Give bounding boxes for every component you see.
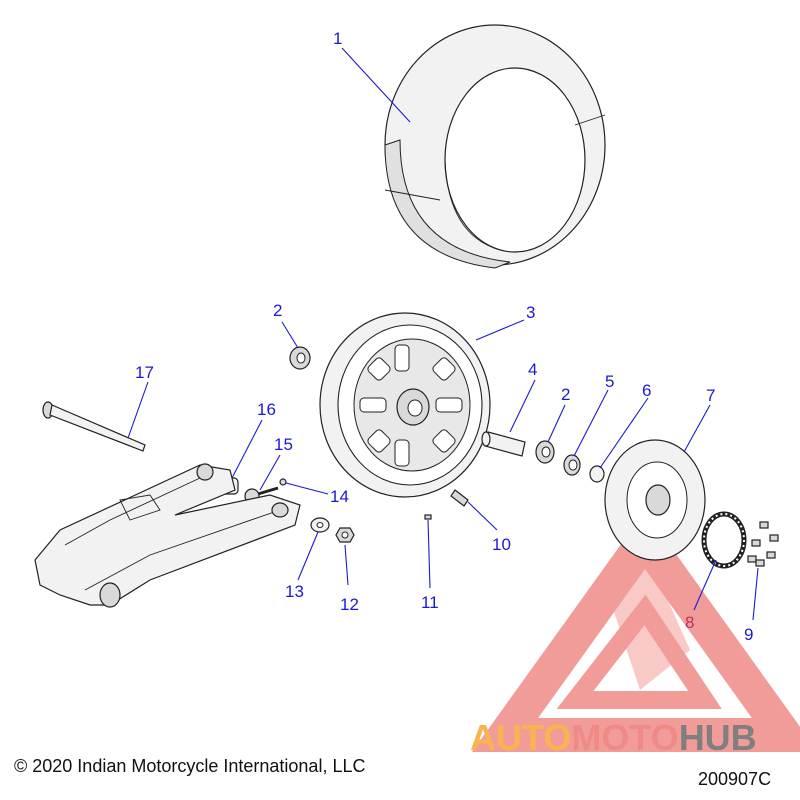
callout-4: 4 — [528, 360, 537, 379]
watermark-word-auto: AUTO — [470, 717, 571, 758]
callout-8: 8 — [685, 613, 694, 632]
callout-14: 14 — [330, 487, 349, 506]
watermark-logo — [471, 510, 800, 752]
brake-disc — [604, 439, 706, 561]
callout-3: 3 — [526, 303, 535, 322]
callout-15: 15 — [274, 435, 293, 454]
swingarm — [34, 463, 301, 608]
callout-10: 10 — [492, 535, 511, 554]
callout-7: 7 — [706, 386, 715, 405]
spacer-tube — [481, 431, 526, 457]
watermark-text: AUTOMOTOHUB — [470, 717, 757, 758]
small-nut — [279, 478, 287, 486]
watermark-word-moto: MOTO — [571, 717, 678, 758]
watermark-word-hub: HUB — [679, 717, 757, 758]
seal — [563, 454, 581, 476]
wheel-bearing-right — [535, 440, 555, 464]
wheel-bearing-left — [289, 346, 311, 370]
callout-5: 5 — [605, 372, 614, 391]
tire — [384, 24, 606, 269]
callout-6: 6 — [642, 381, 651, 400]
callout-16: 16 — [257, 400, 276, 419]
callouts: 1 2 3 4 2 5 6 7 8 9 10 11 12 13 14 15 16… — [135, 29, 753, 644]
tone-ring — [701, 511, 747, 569]
wheel-rim — [319, 312, 491, 498]
pin — [424, 514, 432, 520]
copyright-notice: © 2020 Indian Motorcycle International, … — [14, 756, 365, 776]
disc-bolts — [747, 521, 779, 567]
callout-1: 1 — [333, 29, 342, 48]
washer — [310, 517, 330, 533]
valve-stem — [450, 489, 469, 507]
leader-lines — [127, 47, 759, 621]
callout-12: 12 — [340, 595, 359, 614]
axle-nut — [335, 527, 355, 543]
callout-2-left: 2 — [273, 301, 282, 320]
callout-13: 13 — [285, 582, 304, 601]
figure-code: 200907C — [698, 769, 771, 789]
callout-17: 17 — [135, 363, 154, 382]
callout-9: 9 — [744, 625, 753, 644]
callout-11: 11 — [421, 593, 439, 612]
callout-2-right: 2 — [561, 385, 570, 404]
axle — [42, 401, 146, 452]
spacer — [589, 465, 605, 483]
